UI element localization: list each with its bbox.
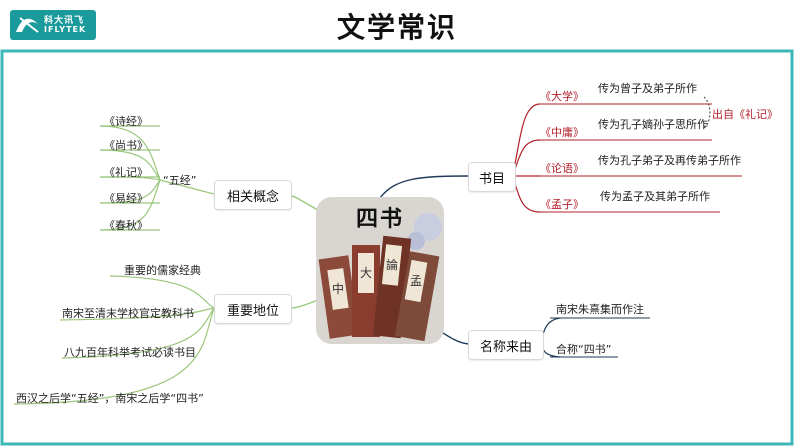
leaf-shijing: 《诗经》 [104,115,148,128]
book-lunyu-desc: 传为孔子弟子及再传弟子所作 [598,154,741,167]
logo-icon [10,10,96,40]
node-importance: 重要地位 [214,294,292,324]
label-wujing: “五经” [163,174,197,187]
leaf-importance-1: 重要的儒家经典 [124,264,201,277]
leaf-shangshu: 《尚书》 [104,139,148,152]
book-daxue-desc: 传为曾子及弟子所作 [598,82,697,95]
center-title: 四书 [355,207,404,232]
frame-border [0,49,794,446]
leaf-importance-2: 南宋至清末学校官定教科书 [62,307,194,320]
book-daxue: 《大学》 [540,90,584,103]
leaf-liji: 《礼记》 [104,166,148,179]
page-title: 文学常识 [336,11,457,44]
book-zhongyong-desc: 传为孔子嫡孙子思所作 [598,118,708,131]
books-illustration-icon: 大 論 中 孟 [316,197,444,344]
leaf-importance-3: 八九百年科举考试必读书目 [64,346,196,359]
center-node: 大 論 中 孟 四书 [316,197,444,344]
node-name-origin: 名称来由 [468,330,544,360]
book-zhongyong: 《中庸》 [540,126,584,139]
book-lunyu: 《论语》 [540,162,584,175]
book-mengzi-desc: 传为孟子及其弟子所作 [600,190,710,203]
node-related-concepts: 相关概念 [214,180,292,210]
brand-logo: 科大讯飞 IFLYTEK [10,10,96,40]
leaf-origin-1: 南宋朱熹集而作注 [556,303,644,316]
leaf-importance-4: 西汉之后学“五经”，南宋之后学“四书” [16,392,204,405]
book-mengzi: 《孟子》 [540,198,584,211]
svg-text:中: 中 [332,281,344,296]
logo-en: IFLYTEK [44,25,87,34]
node-book-list: 书目 [468,162,516,192]
svg-text:大: 大 [360,266,372,280]
leaf-origin-2: 合称“四书” [556,343,612,356]
leaf-yijing: 《易经》 [104,192,148,205]
header: 科大讯飞 IFLYTEK 文学常识 [0,0,794,52]
svg-text:孟: 孟 [410,274,422,288]
logo-cn: 科大讯飞 [44,16,85,26]
svg-text:論: 論 [386,257,398,272]
leaf-chunqiu: 《春秋》 [104,219,148,232]
note-from-liji: 出自《礼记》 [712,108,778,121]
